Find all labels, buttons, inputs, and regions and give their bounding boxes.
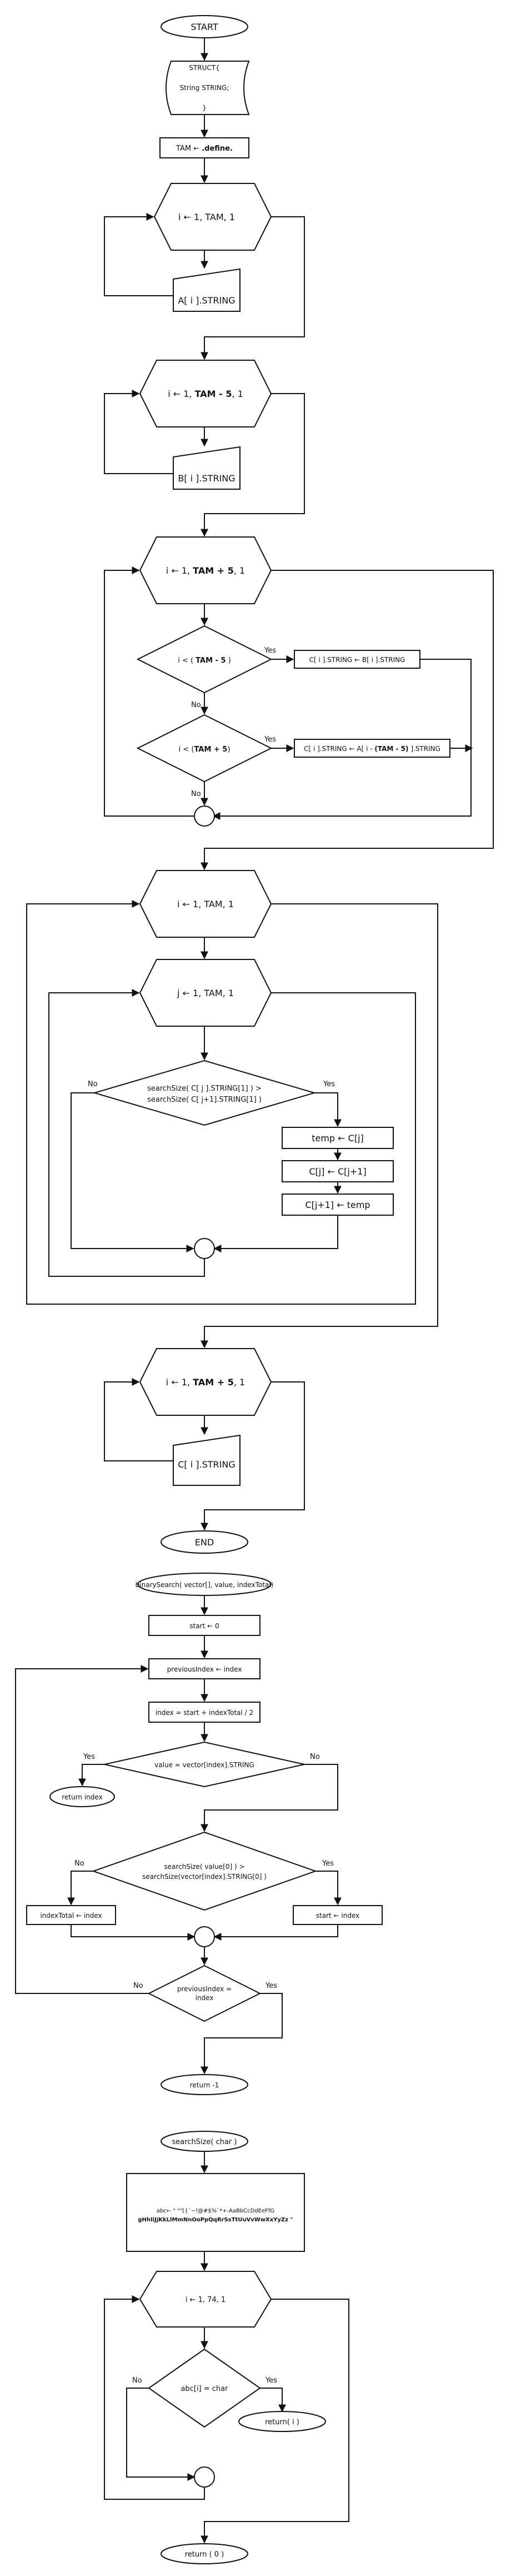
connector-3 xyxy=(194,1926,215,1947)
start-index-assign-label: start ← index xyxy=(316,1912,359,1919)
cond-2-yes: Yes xyxy=(264,735,276,744)
swap-2-box xyxy=(282,1160,394,1182)
assign-c-from-a-label: C[ i ].STRING ← A[ i - (TAM - 5) ].STRIN… xyxy=(304,745,440,753)
end-terminal xyxy=(161,1530,248,1554)
size-line-2: searchSize(vector[index].STRING[0] ) xyxy=(142,1873,267,1881)
struct-line-1: STRUCT{ xyxy=(189,64,219,72)
start-assign-box xyxy=(148,1615,260,1636)
search-cond-no: No xyxy=(132,2376,142,2385)
struct-line-3: } xyxy=(202,104,207,112)
prev-assign-label: previousIndex ← index xyxy=(167,1665,242,1673)
input-a-shape xyxy=(173,268,241,312)
search-cond-diamond xyxy=(148,2348,261,2428)
equal-yes: Yes xyxy=(83,1753,95,1761)
tam-define-label: TAM ← .define. xyxy=(176,145,233,153)
index-calc-box xyxy=(148,1702,260,1723)
cond-2-no: No xyxy=(191,790,201,798)
swap-2-label: C[j] ← C[j+1] xyxy=(309,1166,366,1177)
search-size-flowchart: searchSize( char ) abc← " ""[{´~!@#$%¨*+… xyxy=(104,2131,349,2564)
output-c-label: C[ i ].STRING xyxy=(178,1459,236,1470)
prev-yes: Yes xyxy=(265,1982,277,1990)
abc-assign-box xyxy=(126,2173,305,2252)
end-label: END xyxy=(195,1537,214,1548)
index-total-assign-box xyxy=(26,1905,116,1925)
print-loop-label: i ← 1, TAM + 5, 1 xyxy=(166,1377,245,1388)
swap-3-box xyxy=(282,1193,394,1216)
struct-line-2: String STRING; xyxy=(180,84,229,92)
compare-diamond xyxy=(92,1060,317,1126)
cond-1-no: No xyxy=(191,701,201,709)
return-neg-label: return -1 xyxy=(190,2081,219,2089)
binary-header-label: binarySearch( vector[], value, indexTota… xyxy=(136,1581,274,1589)
search-header-label: searchSize( char ) xyxy=(172,2138,237,2146)
input-a-label: A[ i ].STRING xyxy=(178,295,235,306)
tam-define-box xyxy=(159,137,249,158)
size-no: No xyxy=(74,1859,84,1868)
return-neg-terminal xyxy=(161,2074,248,2095)
main-flowchart: START STRUCT{ String STRING; } TAM ← .de… xyxy=(26,15,494,1554)
struct-storage-shape xyxy=(166,61,250,115)
compare-no: No xyxy=(88,1080,98,1088)
size-diamond xyxy=(91,1831,318,1911)
return-zero-label: return ( 0 ) xyxy=(185,2550,224,2559)
input-b-shape xyxy=(173,446,241,490)
cond-1-label: i < ( TAM - 5 ) xyxy=(178,657,231,665)
start-assign-label: start ← 0 xyxy=(189,1622,219,1630)
loop-2-label: i ← 1, TAM - 5, 1 xyxy=(168,389,243,399)
compare-line-2: searchSize( C[ j+1].STRING[1] ) xyxy=(147,1096,262,1104)
equal-label: value = vector[index].STRING xyxy=(154,1761,254,1769)
assign-c-from-a-box xyxy=(294,739,450,758)
connector-4 xyxy=(194,2466,215,2488)
output-c-shape xyxy=(173,1434,241,1486)
return-index-terminal xyxy=(49,1786,115,1807)
size-line-1: searchSize( value[0] ) > xyxy=(164,1863,244,1871)
inner-sort-label: j ← 1, TAM, 1 xyxy=(177,988,234,998)
size-yes: Yes xyxy=(322,1859,334,1868)
prev-line-2: index xyxy=(196,1994,214,2002)
binary-search-flowchart: binarySearch( vector[], value, indexTota… xyxy=(15,1573,383,2095)
prev-diamond xyxy=(147,1965,262,2022)
return-i-terminal xyxy=(238,2411,326,2432)
loop-3-label: i ← 1, TAM + 5, 1 xyxy=(166,565,245,576)
prev-no: No xyxy=(133,1982,143,1990)
compare-yes: Yes xyxy=(323,1080,335,1088)
connector-2 xyxy=(194,1238,215,1259)
swap-3-label: C[j+1] ← temp xyxy=(305,1200,370,1210)
prev-line-1: previousIndex = xyxy=(177,1985,232,1993)
connector-1 xyxy=(194,805,215,827)
cond-2-label: i < (TAM + 5) xyxy=(179,745,231,754)
outer-sort-label: i ← 1, TAM, 1 xyxy=(177,899,234,909)
index-total-assign-label: indexTotal ← index xyxy=(40,1912,102,1919)
start-index-assign-box xyxy=(293,1905,383,1925)
start-label: START xyxy=(191,22,218,32)
abc-line-2: gHhIiJjKkLlMmNnOoPpQqRrSsTtUuVvWwXxYyZz … xyxy=(138,2217,293,2223)
return-index-label: return index xyxy=(62,1793,102,1801)
input-b-label: B[ i ].STRING xyxy=(178,473,235,484)
search-loop-label: i ← 1, 74, 1 xyxy=(186,2296,226,2304)
swap-1-label: temp ← C[j] xyxy=(312,1133,364,1143)
assign-c-from-b-label: C[ i ].STRING ← B[ i ].STRING xyxy=(309,656,405,664)
search-cond-yes: Yes xyxy=(265,2376,277,2385)
equal-diamond xyxy=(104,1741,305,1788)
cond-1-yes: Yes xyxy=(264,647,276,655)
return-zero-terminal xyxy=(161,2543,248,2564)
index-calc-label: index = start + indexTotal / 2 xyxy=(156,1709,253,1717)
search-cond-label: abc[i] = char xyxy=(181,2385,229,2393)
loop-1-label: i ← 1, TAM, 1 xyxy=(178,212,235,222)
abc-line-1: abc← " ""[{´~!@#$%¨*+-AaBbCcDdEeFfG xyxy=(157,2207,274,2214)
return-i-label: return( i ) xyxy=(265,2418,299,2426)
compare-line-1: searchSize( C[ j ].STRING[1] ) > xyxy=(147,1085,262,1093)
equal-no: No xyxy=(310,1753,320,1761)
